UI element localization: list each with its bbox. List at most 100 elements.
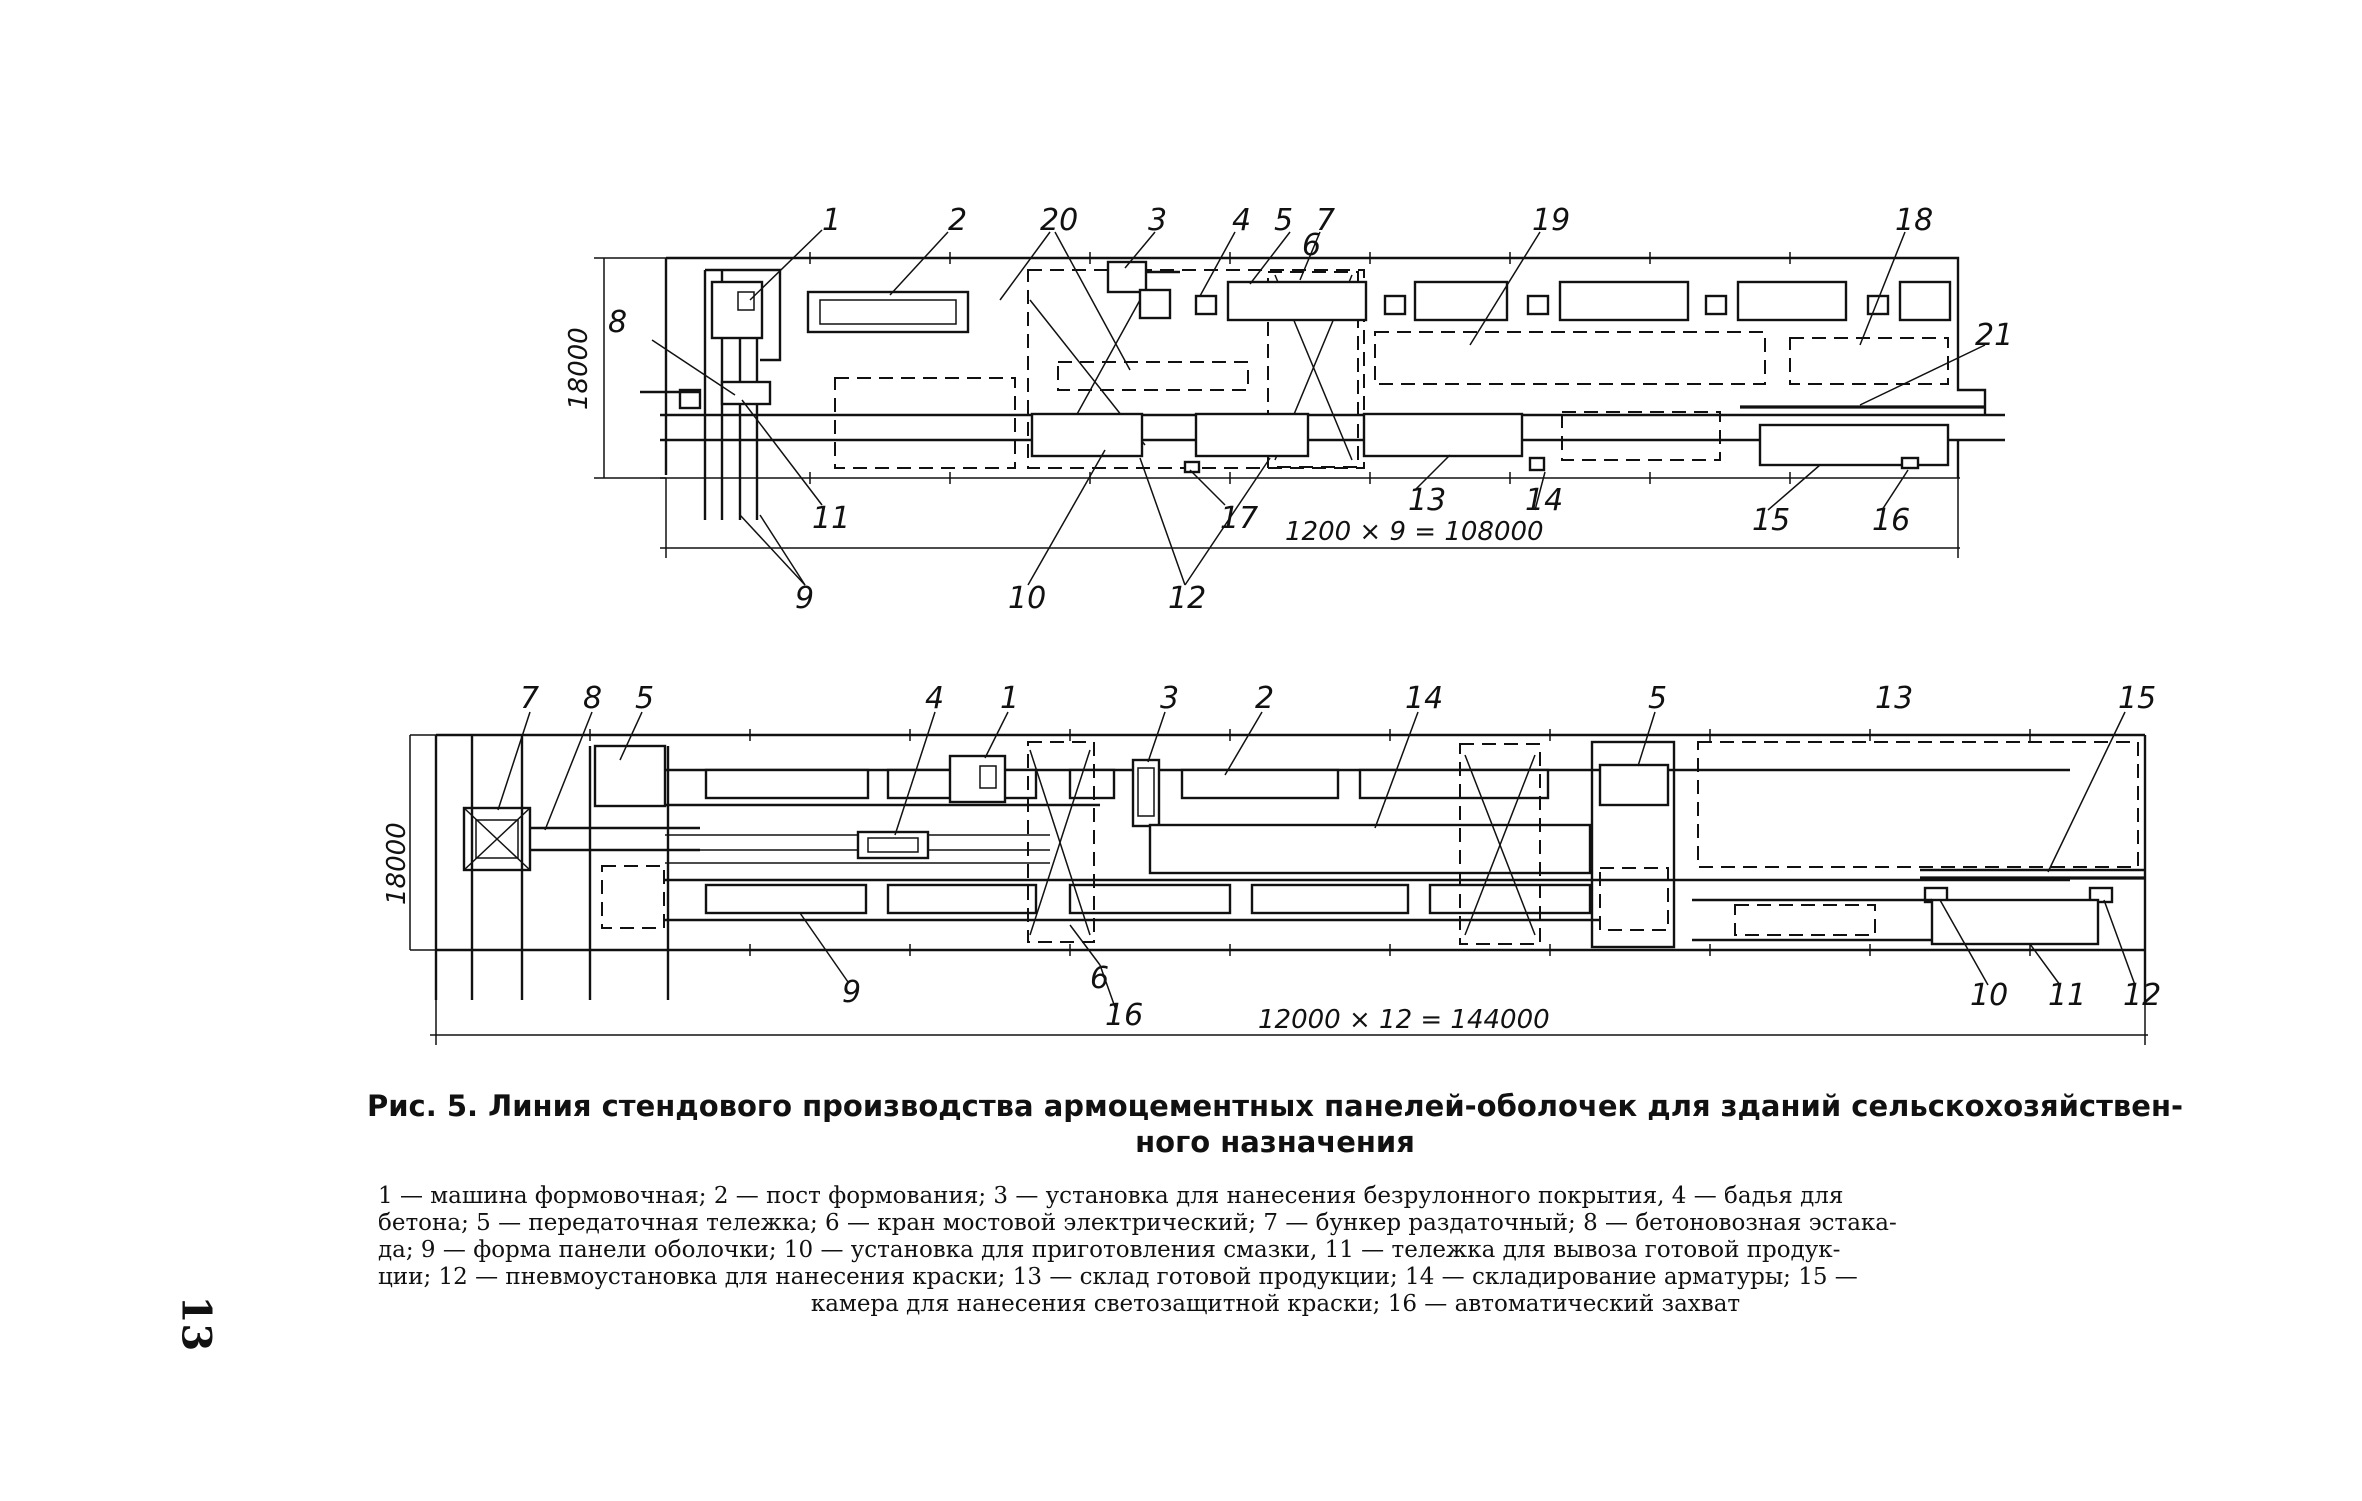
form-9 [1068, 768, 1116, 800]
form-9 [1068, 883, 1232, 915]
bucket-4-inner [867, 837, 919, 853]
caption-line-1: Рис. 5. Линия стендового производства ар… [366, 1089, 2184, 1123]
label-12: 12 [1168, 581, 1206, 616]
label-5: 5 [635, 681, 654, 716]
rail-block [1704, 294, 1728, 316]
label-15: 15 [1752, 503, 1790, 538]
transfer-cart-5 [593, 744, 667, 808]
legend-line-4: ции; 12 — пневмоустановка для нанесения … [378, 1264, 1858, 1290]
label-18: 18 [1895, 203, 1933, 238]
caption-line-2: ного назначения [1135, 1125, 1415, 1159]
label-11: 11 [812, 501, 850, 536]
label-1: 1 [822, 203, 841, 238]
label-10: 10 [1008, 581, 1046, 616]
building-wall [666, 256, 1987, 415]
label-4: 4 [925, 681, 944, 716]
rail-block [1526, 294, 1550, 316]
transfer-cart-zone [601, 865, 665, 929]
label-17: 17 [1220, 501, 1258, 536]
legend-line-5: камера для нанесения светозащитной краск… [810, 1291, 1741, 1317]
label-21: 21 [1975, 318, 2013, 353]
bucket-4 [856, 830, 930, 860]
unit-12 [2088, 886, 2114, 904]
label-14: 14 [1405, 681, 1443, 716]
width-dimension: 18000 [382, 822, 412, 905]
cart-11 [1930, 898, 2100, 946]
label-3: 3 [1148, 203, 1167, 238]
label-1: 1 [1000, 681, 1019, 716]
leader-lines [651, 229, 1986, 586]
label-2: 2 [948, 203, 967, 238]
form-9 [704, 768, 870, 800]
label-5: 5 [1274, 203, 1293, 238]
hopper [678, 388, 702, 410]
zone-19 [1374, 331, 1766, 385]
bucket-4 [1194, 294, 1218, 316]
form-9 [1250, 883, 1410, 915]
form-bottom [1194, 412, 1310, 458]
transfer-cart-5 [1598, 763, 1670, 807]
form-9 [704, 883, 868, 915]
crane-diagonal [1029, 749, 1091, 936]
rebar-storage-14 [1148, 823, 1592, 875]
label-15: 15 [2118, 681, 2156, 716]
zone-14 [1561, 411, 1721, 461]
transfer-cart-zone-right [1590, 740, 1676, 949]
crane-diagonal [1464, 754, 1536, 936]
label-7: 7 [520, 681, 539, 716]
figure-caption: Рис. 5. Линия стендового производства ар… [360, 1088, 2190, 1160]
label-19: 19 [1532, 203, 1570, 238]
forming-machine-part [737, 291, 755, 311]
crane-zone [1027, 269, 1365, 469]
gripper-16 [1900, 456, 1920, 470]
hopper-diagonal [463, 807, 531, 871]
label-6: 6 [1302, 228, 1321, 263]
estakada-line [705, 268, 782, 362]
label-20: 20 [1040, 203, 1078, 238]
crane-6 [1267, 271, 1359, 468]
forming-post-inner [819, 299, 957, 325]
label-13: 13 [1408, 483, 1446, 518]
lower-labels: 7 8 5 4 1 3 2 14 5 13 15 9 6 16 10 11 12… [382, 681, 2161, 1035]
forming-machine-part [979, 765, 997, 789]
label-8: 8 [583, 681, 602, 716]
form-top [1736, 280, 1848, 322]
transfer-cart-5 [1226, 280, 1368, 322]
label-10: 10 [1970, 978, 2008, 1013]
form-bottom [1362, 412, 1524, 458]
upper-labels: 1 2 20 3 4 5 7 6 19 18 21 8 11 9 10 12 1… [564, 203, 2013, 616]
label-5-right: 5 [1648, 681, 1667, 716]
form-bottom [1030, 412, 1144, 458]
rail-block [1383, 294, 1407, 316]
form-9 [1180, 768, 1340, 800]
form-top [1898, 280, 1952, 322]
zone-18 [1789, 337, 1949, 385]
label-9: 9 [842, 975, 861, 1010]
legend-line-3: да; 9 — форма панели оболочки; 10 — уста… [378, 1237, 1841, 1263]
concrete-bucket [720, 380, 772, 406]
label-4: 4 [1232, 203, 1251, 238]
page-number: 13 [172, 1295, 220, 1352]
form-top [1413, 280, 1509, 322]
label-2: 2 [1255, 681, 1274, 716]
plan-upper [594, 229, 2005, 586]
legend-line-2: бетона; 5 — передаточная тележка; 6 — кр… [378, 1210, 1897, 1236]
label-3: 3 [1160, 681, 1179, 716]
form-9 [886, 883, 1038, 915]
unit-17 [1183, 460, 1201, 474]
leader-lines [497, 711, 2136, 1011]
form-9 [1428, 883, 1592, 915]
label-8: 8 [608, 305, 627, 340]
column-ticks [809, 252, 1791, 484]
coating-unit [1106, 260, 1148, 294]
unit-14 [1528, 456, 1546, 472]
label-6: 6 [1090, 961, 1109, 996]
hopper-7-inner [475, 819, 519, 859]
figure-legend: 1 — машина формовочная; 2 — пост формова… [378, 1183, 2173, 1318]
plan-lower [409, 711, 2148, 1045]
zone-lower [1734, 904, 1876, 936]
length-dimension: 12000 × 12 = 144000 [1258, 1005, 1550, 1035]
paint-chamber-15 [1758, 423, 1950, 467]
